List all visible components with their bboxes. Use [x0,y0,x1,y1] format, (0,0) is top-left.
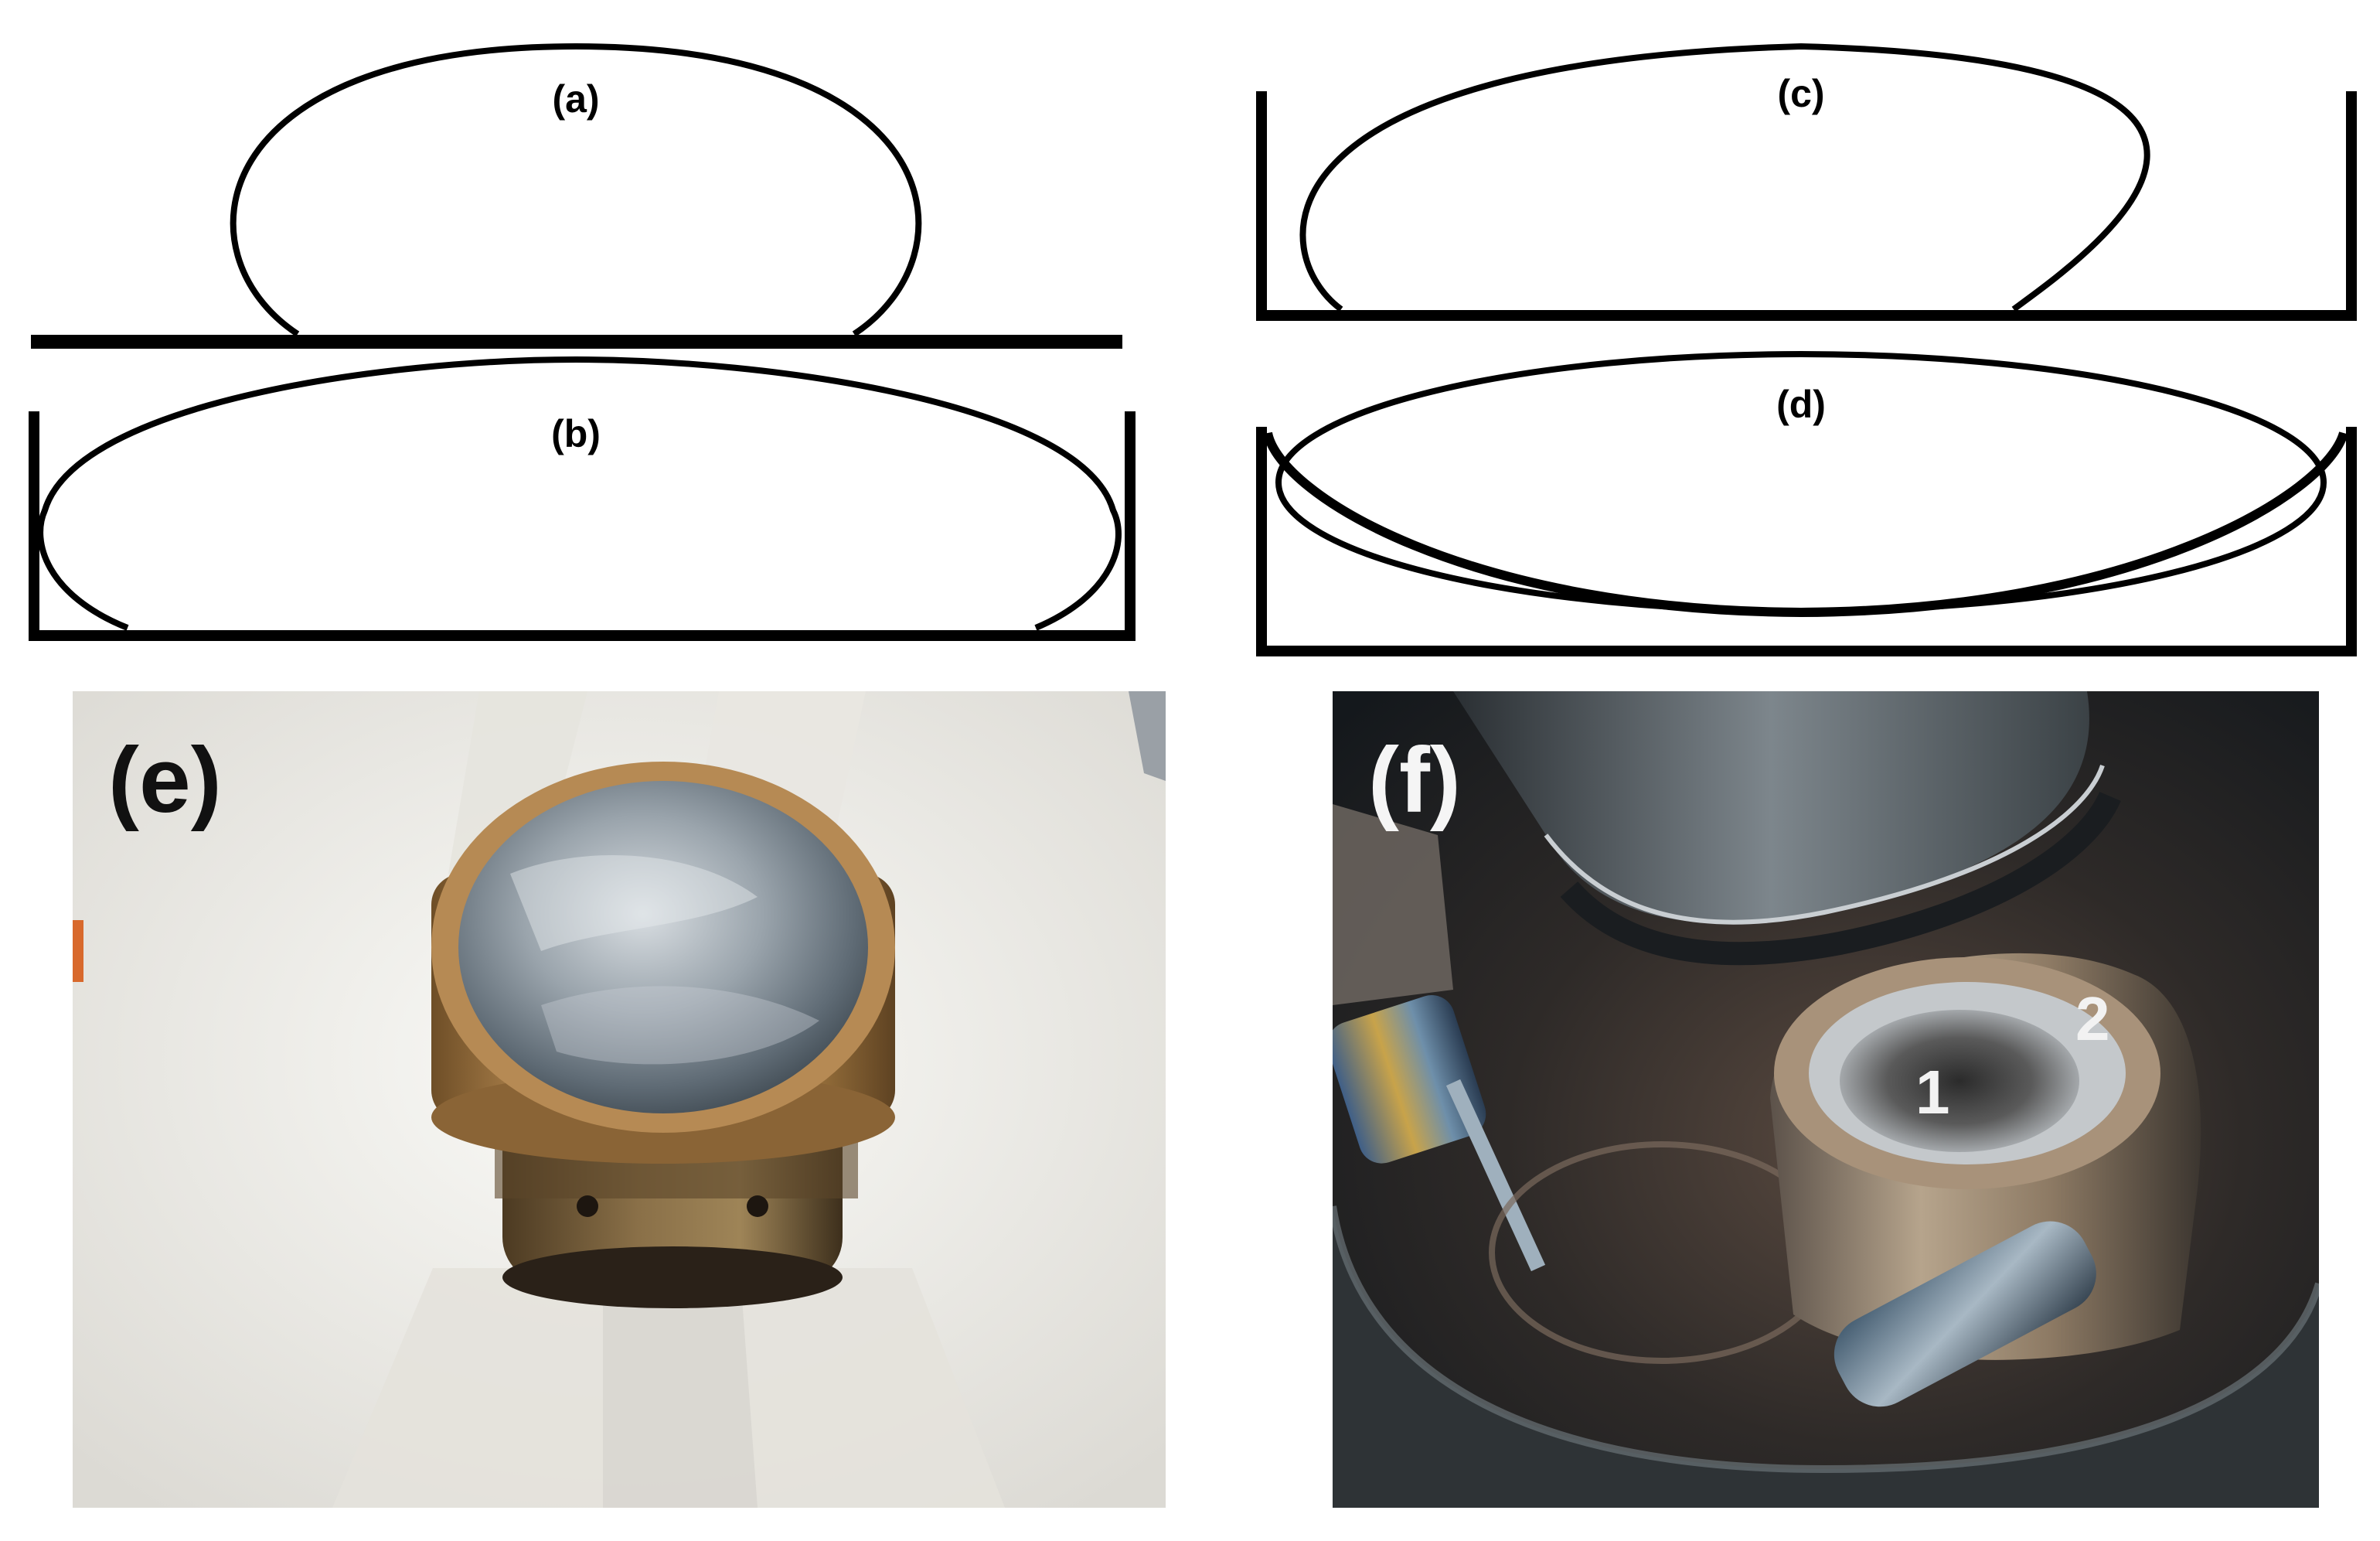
marker-1: 1 [1915,1058,1950,1127]
panel-e-photo: (e) [73,691,1166,1508]
crucible-d [1256,427,2357,656]
crucible-b [29,411,1136,641]
panel-d: (d) [1256,351,2357,656]
sample-region [1840,1010,2079,1152]
panel-label-c: (c) [1777,72,1824,115]
crucible-c [1256,91,2357,321]
droplet-a [230,43,922,337]
panel-label-f: (f) [1368,728,1461,832]
meniscus-d [1263,431,2348,618]
panel-b: (b) [29,356,1136,641]
droplet-c [1299,43,2150,312]
panel-label-d: (d) [1776,383,1826,426]
panel-label-b: (b) [551,412,601,455]
panel-label-a: (a) [552,77,599,121]
support-rod [1834,1221,2096,1407]
droplet-b [37,356,1122,631]
droplet-d [1275,351,2327,614]
thermocouple-tube [1333,994,1486,1164]
panel-label-e: (e) [108,728,222,832]
panel-f-photo: 1 2 (f) [1333,691,2319,1508]
marker-2: 2 [2075,984,2110,1053]
metal-disc [458,781,868,1113]
panel-a: (a) [31,43,1122,349]
panel-c: (c) [1256,43,2357,321]
